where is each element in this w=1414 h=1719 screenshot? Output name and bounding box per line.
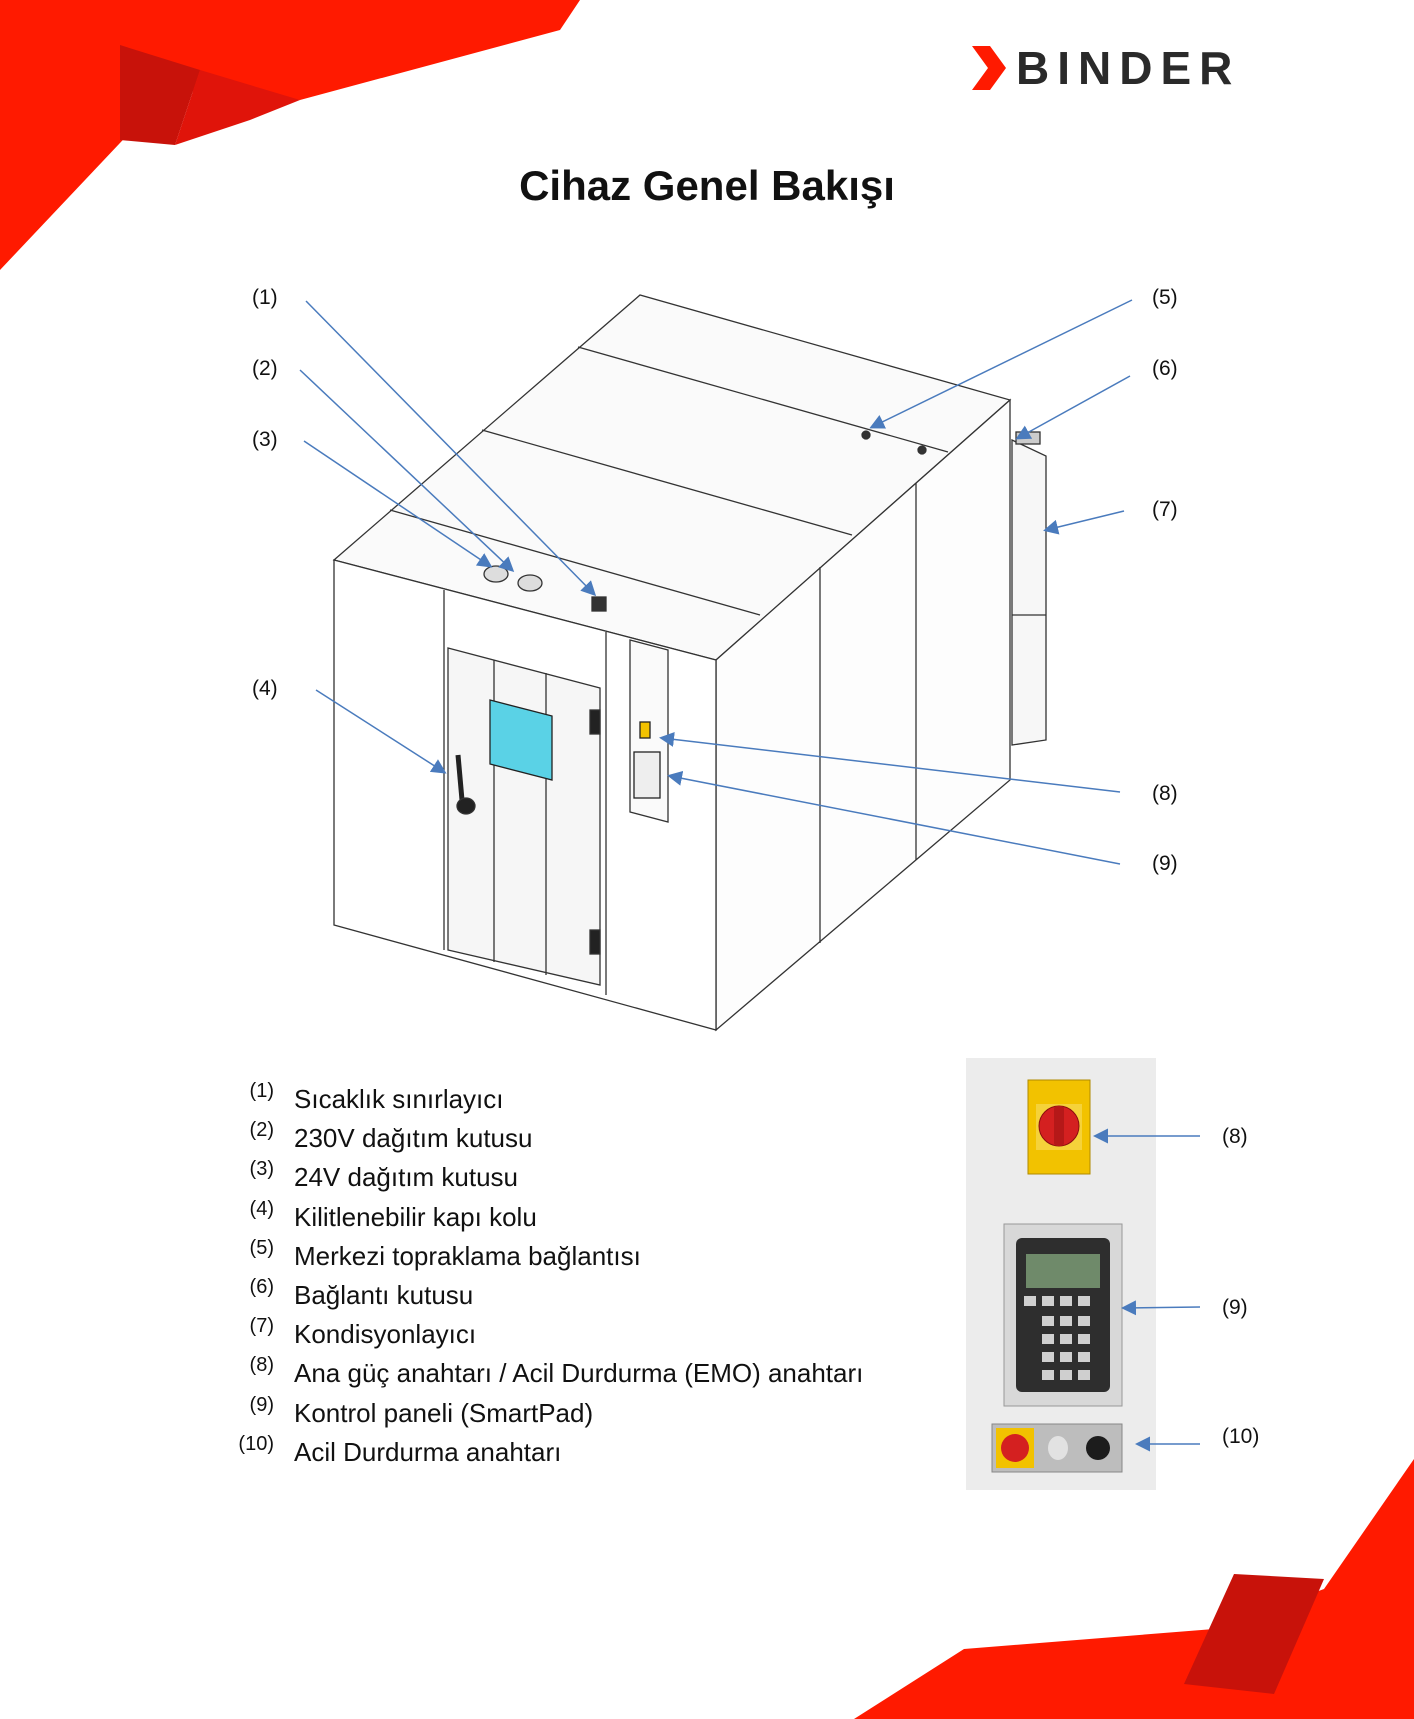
callout-5: (5) <box>1152 286 1178 309</box>
legend-text: 24V dağıtım kutusu <box>294 1162 519 1193</box>
callout-8: (8) <box>1152 782 1178 805</box>
legend-item: (9) Kontrol paneli (SmartPad) <box>230 1394 990 1433</box>
callout-2: (2) <box>252 357 278 380</box>
panel-callout-9: (9) <box>1222 1296 1248 1319</box>
legend-number: (9) <box>249 1393 274 1416</box>
legend-number: (4) <box>249 1197 274 1220</box>
legend-text: Sıcaklık sınırlayıcı <box>294 1084 504 1114</box>
legend-item: (6) Bağlantı kutusu <box>230 1276 990 1315</box>
legend-item: (7) Kondisyonlayıcı <box>230 1315 990 1354</box>
page-title: Cihaz Genel Bakışı <box>519 162 895 209</box>
legend-text: Bağlantı kutusu <box>294 1279 474 1310</box>
panel-callout-10: (10) <box>1222 1425 1260 1448</box>
corner-decoration-top <box>0 0 580 270</box>
legend-number: (8) <box>249 1354 274 1377</box>
binder-logo-mark <box>972 46 1006 90</box>
legend-number: (6) <box>249 1275 274 1298</box>
legend-text: Kontrol paneli (SmartPad) <box>294 1397 594 1428</box>
legend-number: (1) <box>249 1080 274 1102</box>
legend-number: (2) <box>249 1119 274 1142</box>
smartpad-controller <box>1003 1223 1123 1407</box>
panel-callout-8: (8) <box>1222 1125 1248 1148</box>
legend-item: (8) Ana güç anahtarı / Acil Durdurma (EMO… <box>230 1354 990 1393</box>
main-power-switch <box>1027 1079 1091 1175</box>
legend-item: (4) Kilitlenebilir kapı kolu <box>230 1198 990 1237</box>
legend-item: (2) 230V dağıtım kutusu <box>230 1119 990 1158</box>
callout-7: (7) <box>1152 498 1178 521</box>
legend-text: Merkezi topraklama bağlantısı <box>294 1240 641 1271</box>
brand-name: BINDER <box>1016 42 1241 94</box>
callout-6: (6) <box>1152 357 1178 380</box>
callout-1: (1) <box>252 286 278 309</box>
legend-number: (7) <box>249 1315 274 1338</box>
callout-3: (3) <box>252 428 278 451</box>
legend-number: (3) <box>249 1158 274 1181</box>
legend-text: 230V dağıtım kutusu <box>294 1123 533 1154</box>
callout-9: (9) <box>1152 852 1178 875</box>
legend-text: Kilitlenebilir kapı kolu <box>294 1201 537 1232</box>
legend-item: (10) Acil Durdurma anahtarı <box>230 1433 990 1472</box>
legend-text: Ana güç anahtarı / Acil Durdurma (EMO) a… <box>294 1358 864 1389</box>
control-panel-photo <box>966 1058 1156 1490</box>
legend-text: Kondisyonlayıcı <box>294 1319 477 1350</box>
legend-text: Acil Durdurma anahtarı <box>294 1436 562 1467</box>
legend-number: (10) <box>238 1432 274 1455</box>
legend-item: (1) Sıcaklık sınırlayıcı <box>230 1080 990 1119</box>
legend-number: (5) <box>249 1236 274 1259</box>
component-legend: (1) Sıcaklık sınırlayıcı (2) 230V dağıtım … <box>230 1080 990 1472</box>
callout-4: (4) <box>252 677 278 700</box>
emergency-stop-switch <box>991 1423 1123 1473</box>
legend-item: (5) Merkezi topraklama bağlantısı <box>230 1237 990 1276</box>
legend-item: (3) 24V dağıtım kutusu <box>230 1158 990 1197</box>
corner-decoration-bottom <box>854 1459 1414 1719</box>
binder-logo: BINDER <box>972 44 1240 92</box>
device-illustration <box>299 294 1133 1032</box>
